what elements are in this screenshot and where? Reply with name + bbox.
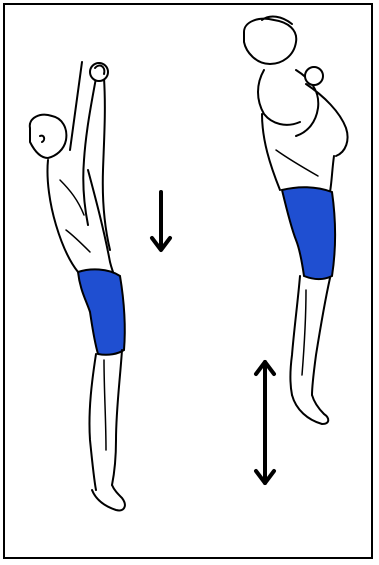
left-figure-head bbox=[30, 115, 67, 158]
right-figure-head bbox=[244, 19, 296, 64]
right-figure-feet bbox=[292, 395, 328, 424]
right-figure-fist bbox=[305, 67, 323, 85]
figure-left bbox=[30, 62, 116, 280]
right-figure-torso bbox=[262, 114, 334, 192]
left-figure-arm bbox=[83, 78, 110, 250]
right-figure-shorts bbox=[282, 187, 335, 279]
down-arrow bbox=[152, 192, 170, 250]
right-figure-arms bbox=[258, 70, 348, 156]
left-figure-shorts bbox=[78, 269, 125, 354]
figure-right bbox=[244, 17, 348, 192]
left-figure-feet bbox=[92, 485, 125, 510]
right-figure-legs bbox=[291, 276, 331, 395]
vertical-double-arrow bbox=[256, 362, 274, 483]
